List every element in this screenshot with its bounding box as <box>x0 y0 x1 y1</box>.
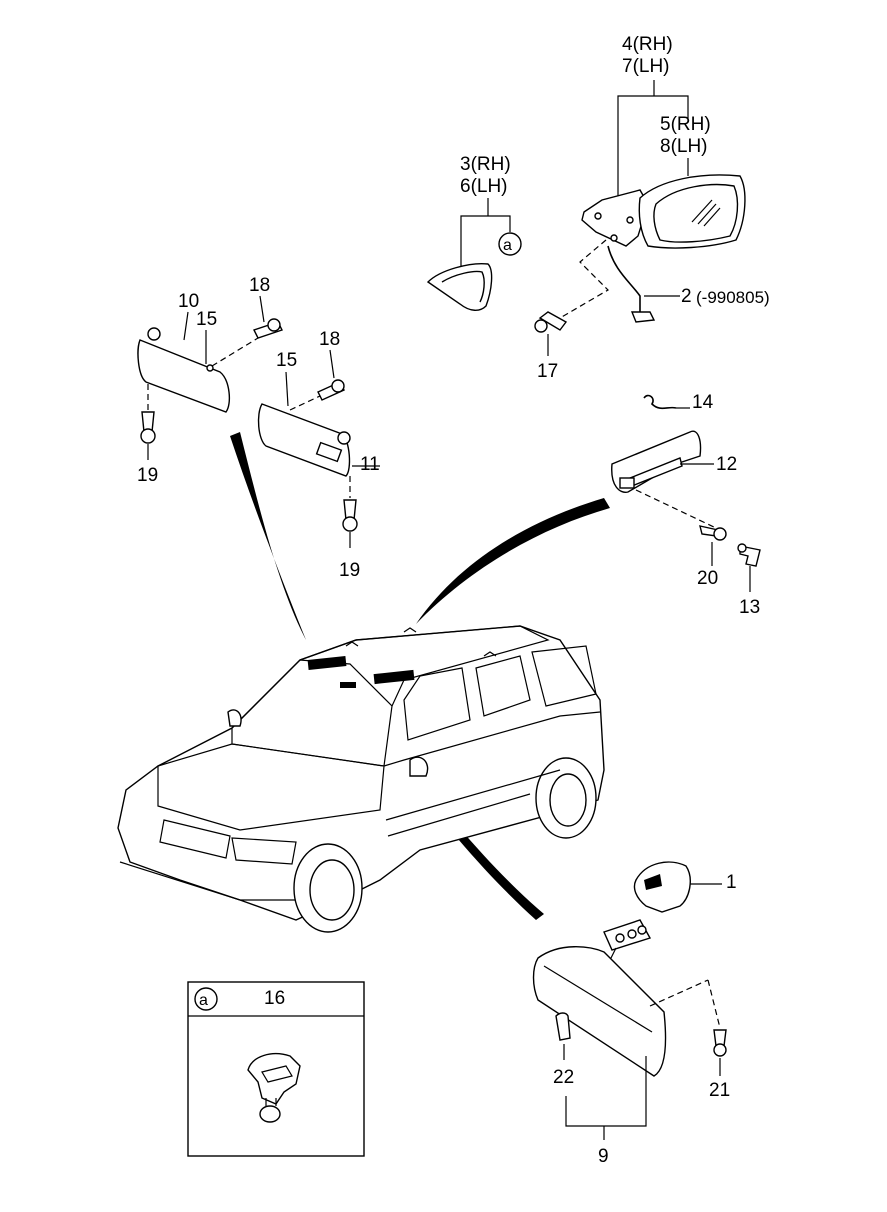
callout-8: 8(LH) <box>660 136 708 157</box>
svg-text:a: a <box>199 992 208 1009</box>
callout-19-a: 19 <box>137 465 158 486</box>
callout-1: 1 <box>726 872 737 893</box>
callout-5: 5(RH) <box>660 114 711 135</box>
ref-marker-a <box>498 232 522 256</box>
inset-marker-a <box>194 987 218 1011</box>
callout-9: 9 <box>598 1146 609 1167</box>
callout-3: 3(RH) <box>460 154 511 175</box>
callout-15-b: 15 <box>276 350 297 371</box>
callout-18-b: 18 <box>319 329 340 350</box>
callout-20: 20 <box>697 568 718 589</box>
callout-22: 22 <box>553 1067 574 1088</box>
assist-grip: 14 12 20 13 <box>611 392 761 618</box>
callout-15-a: 15 <box>196 309 217 330</box>
leader-wedge-visor <box>230 432 306 640</box>
callout-4: 4(RH) <box>622 34 673 55</box>
callout-18-a: 18 <box>249 275 270 296</box>
inset-part-number: 16 <box>264 988 285 1009</box>
callout-13: 13 <box>739 597 760 618</box>
callout-7: 7(LH) <box>622 56 670 77</box>
callout-17: 17 <box>537 361 558 382</box>
callout-2-note: (-990805) <box>696 288 770 307</box>
inset-detail-box: a 16 <box>187 981 365 1157</box>
inside-mirror-assembly: 1 21 22 9 <box>532 861 737 1167</box>
callout-19-b: 19 <box>339 560 360 581</box>
outside-mirror-assembly: 4(RH) 7(LH) 5(RH) 8(LH) 2 (-990805) 17 <box>534 34 770 382</box>
callout-6: 6(LH) <box>460 176 508 197</box>
callout-21: 21 <box>709 1080 730 1101</box>
callout-12: 12 <box>716 454 737 475</box>
callout-11: 11 <box>360 454 380 475</box>
callout-2: 2 <box>681 286 692 307</box>
leader-wedge-grip <box>416 498 610 624</box>
callout-10: 10 <box>178 291 199 312</box>
corner-cover: 3(RH) 6(LH) a <box>426 154 522 311</box>
sun-visor-lh: 15 18 11 19 <box>257 329 380 581</box>
leader-wedge-mirror <box>356 694 544 920</box>
svg-text:a: a <box>503 237 512 254</box>
sun-visor-rh: 10 15 18 19 <box>137 275 283 486</box>
callout-14: 14 <box>692 392 714 413</box>
vehicle-illustration <box>117 625 605 933</box>
